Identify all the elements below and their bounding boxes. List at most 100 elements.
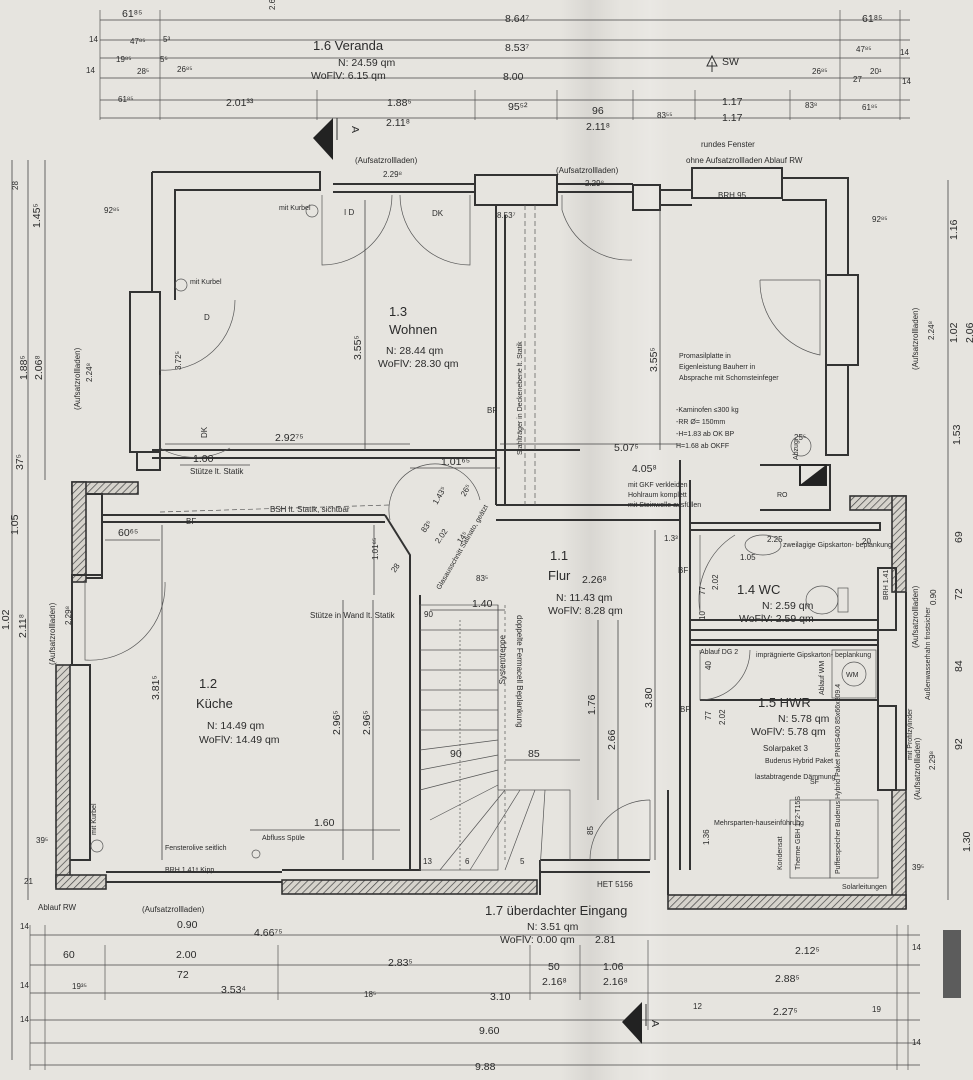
crank-icon	[305, 204, 319, 218]
svg-text:(Aufsatzrollladen): (Aufsatzrollladen)	[73, 347, 82, 410]
room-name: Flur	[548, 568, 571, 583]
svg-text:4.05⁸: 4.05⁸	[632, 463, 657, 475]
svg-text:mit Profilzylinder: mit Profilzylinder	[907, 708, 914, 760]
ruler-edge	[943, 930, 961, 998]
svg-text:2.92⁷⁵: 2.92⁷⁵	[275, 432, 304, 444]
svg-text:1.30: 1.30	[961, 831, 973, 852]
svg-text:8.53⁷: 8.53⁷	[497, 211, 516, 220]
dim-label: 8.00	[503, 71, 524, 83]
room-name: 1.5 HWR	[758, 695, 811, 710]
dim-label: 1.17	[722, 96, 743, 108]
dim-label: 14	[900, 48, 909, 57]
svg-text:92⁸⁵: 92⁸⁵	[104, 206, 120, 215]
dim-label: 14	[86, 66, 95, 75]
svg-text:(Aufsatzrollladen): (Aufsatzrollladen)	[913, 737, 922, 800]
svg-text:HET 5156: HET 5156	[597, 880, 633, 889]
svg-text:3.55⁵: 3.55⁵	[648, 347, 660, 372]
svg-text:1.01⁶⁵: 1.01⁶⁵	[371, 538, 380, 560]
dim-label: 5³	[163, 35, 170, 44]
svg-text:RO: RO	[777, 492, 788, 499]
svg-text:WM: WM	[846, 672, 859, 679]
top-dimension-chains: 61⁸⁵ 8.64⁷ 61⁸⁵ 47⁸⁵ 5³ 8.53⁷ 47⁸⁵ 19⁸⁵ …	[86, 0, 911, 133]
svg-text:72: 72	[177, 969, 189, 981]
room-name: 1.4 WC	[737, 582, 780, 597]
steel-beam: Stahlträger in Deckenebene lt. Statik	[517, 205, 536, 505]
svg-text:60: 60	[63, 949, 75, 961]
svg-text:20: 20	[862, 537, 871, 546]
svg-text:39⁵: 39⁵	[36, 836, 48, 845]
svg-text:BRH 1.41⁸ Kipp: BRH 1.41⁸ Kipp	[165, 867, 214, 874]
svg-text:rundes Fenster: rundes Fenster	[701, 140, 755, 149]
svg-text:2.02: 2.02	[433, 527, 450, 545]
svg-text:77: 77	[698, 586, 707, 595]
svg-text:BF: BF	[487, 406, 497, 415]
svg-text:BF: BF	[678, 566, 688, 575]
svg-text:2.88⁵: 2.88⁵	[775, 973, 800, 985]
svg-text:imprägnierte Gipskarton- bepla: imprägnierte Gipskarton- beplankung	[756, 652, 871, 659]
svg-text:1.05: 1.05	[740, 553, 756, 562]
svg-text:1.02: 1.02	[948, 322, 960, 343]
svg-text:19: 19	[872, 1005, 881, 1014]
svg-text:2.29⁸: 2.29⁸	[928, 751, 937, 770]
dim-label: 61⁸⁵	[862, 13, 882, 25]
svg-text:DK: DK	[200, 426, 209, 438]
svg-text:1.40: 1.40	[472, 598, 493, 610]
crank-icon	[90, 839, 104, 853]
dim-label: 19⁸⁵	[116, 55, 132, 64]
svg-text:Pufferspeicher Buderus Hybrid: Pufferspeicher Buderus Hybrid Paket PNRS…	[835, 684, 842, 874]
svg-text:90: 90	[450, 748, 462, 760]
svg-text:69: 69	[953, 531, 965, 543]
sw-label: SW	[722, 56, 739, 68]
dim-label: 28⁵	[137, 67, 149, 76]
svg-text:Absprache mit Schornsteinfeger: Absprache mit Schornsteinfeger	[679, 375, 779, 382]
svg-text:1.36: 1.36	[702, 829, 711, 845]
dim-label: 96	[592, 105, 604, 117]
room-area-wofiv: WoFlV: 28.30 qm	[378, 358, 459, 370]
svg-text:3.53⁴: 3.53⁴	[221, 984, 246, 996]
dim-label: 61⁸⁵	[122, 8, 142, 20]
staircase: 90 13 6 5 Systemtreppe doppelte Fermacel…	[419, 604, 571, 871]
svg-text:A: A	[349, 126, 361, 133]
dim-label: 61⁸⁵	[862, 103, 878, 112]
room-area-n: N: 28.44 qm	[386, 345, 443, 357]
svg-text:2.24⁸: 2.24⁸	[85, 363, 94, 382]
room-area-wofiv: WoFlV: 0.00 qm	[500, 934, 575, 946]
svg-text:Stütze in Wand lt. Statik: Stütze in Wand lt. Statik	[310, 611, 396, 620]
svg-text:2.66: 2.66	[606, 729, 618, 750]
outer-walls	[55, 167, 907, 910]
svg-text:1.60: 1.60	[314, 817, 335, 829]
svg-text:25⁵: 25⁵	[794, 433, 806, 442]
svg-text:-Kaminofen ≤300 kg: -Kaminofen ≤300 kg	[676, 407, 739, 414]
svg-text:2.81: 2.81	[595, 934, 616, 946]
svg-text:2.12⁵: 2.12⁵	[795, 945, 820, 957]
svg-text:BF: BF	[186, 517, 196, 526]
svg-text:85: 85	[586, 826, 595, 835]
svg-text:2.29⁸: 2.29⁸	[585, 179, 604, 188]
svg-text:zweilagige Gipskarton- beplank: zweilagige Gipskarton- beplankung	[783, 542, 892, 549]
svg-text:BSH lt. Statik, sichtbar: BSH lt. Statik, sichtbar	[270, 505, 350, 514]
right-dimensions: 1.16 1.02 2.06 1.53 69 72 84 92 1.30 39⁵	[912, 180, 973, 900]
room-area-n: N: 24.59 qm	[338, 57, 395, 69]
svg-text:2.11⁸: 2.11⁸	[17, 614, 29, 638]
svg-text:3.55⁵: 3.55⁵	[352, 335, 364, 360]
svg-text:2.83⁵: 2.83⁵	[388, 957, 413, 969]
sw-arrow-icon: SW	[706, 54, 739, 72]
svg-text:92⁸⁵: 92⁸⁵	[872, 215, 888, 224]
svg-text:1.45⁵: 1.45⁵	[31, 203, 43, 228]
svg-text:BF: BF	[680, 705, 690, 714]
svg-text:2.16⁸: 2.16⁸	[542, 976, 567, 988]
svg-text:2.29⁸: 2.29⁸	[64, 606, 73, 625]
sink-icon	[744, 534, 782, 556]
svg-text:1.01⁶⁵: 1.01⁶⁵	[441, 456, 470, 468]
dim-label: 5⁵	[160, 55, 168, 64]
svg-text:Abfluss Spüle: Abfluss Spüle	[262, 835, 305, 842]
svg-text:A: A	[649, 1020, 661, 1027]
washing-machine-icon	[831, 649, 877, 699]
svg-text:84: 84	[953, 660, 965, 672]
room-area-n: N: 2.59 qm	[762, 600, 814, 612]
room-name: Wohnen	[389, 322, 437, 337]
crank-icon	[174, 278, 188, 292]
svg-text:2.02: 2.02	[718, 709, 727, 725]
svg-text:Mehrsparten-hauseinführung: Mehrsparten-hauseinführung	[714, 820, 804, 827]
dim-label: 47⁸⁵	[856, 45, 872, 54]
